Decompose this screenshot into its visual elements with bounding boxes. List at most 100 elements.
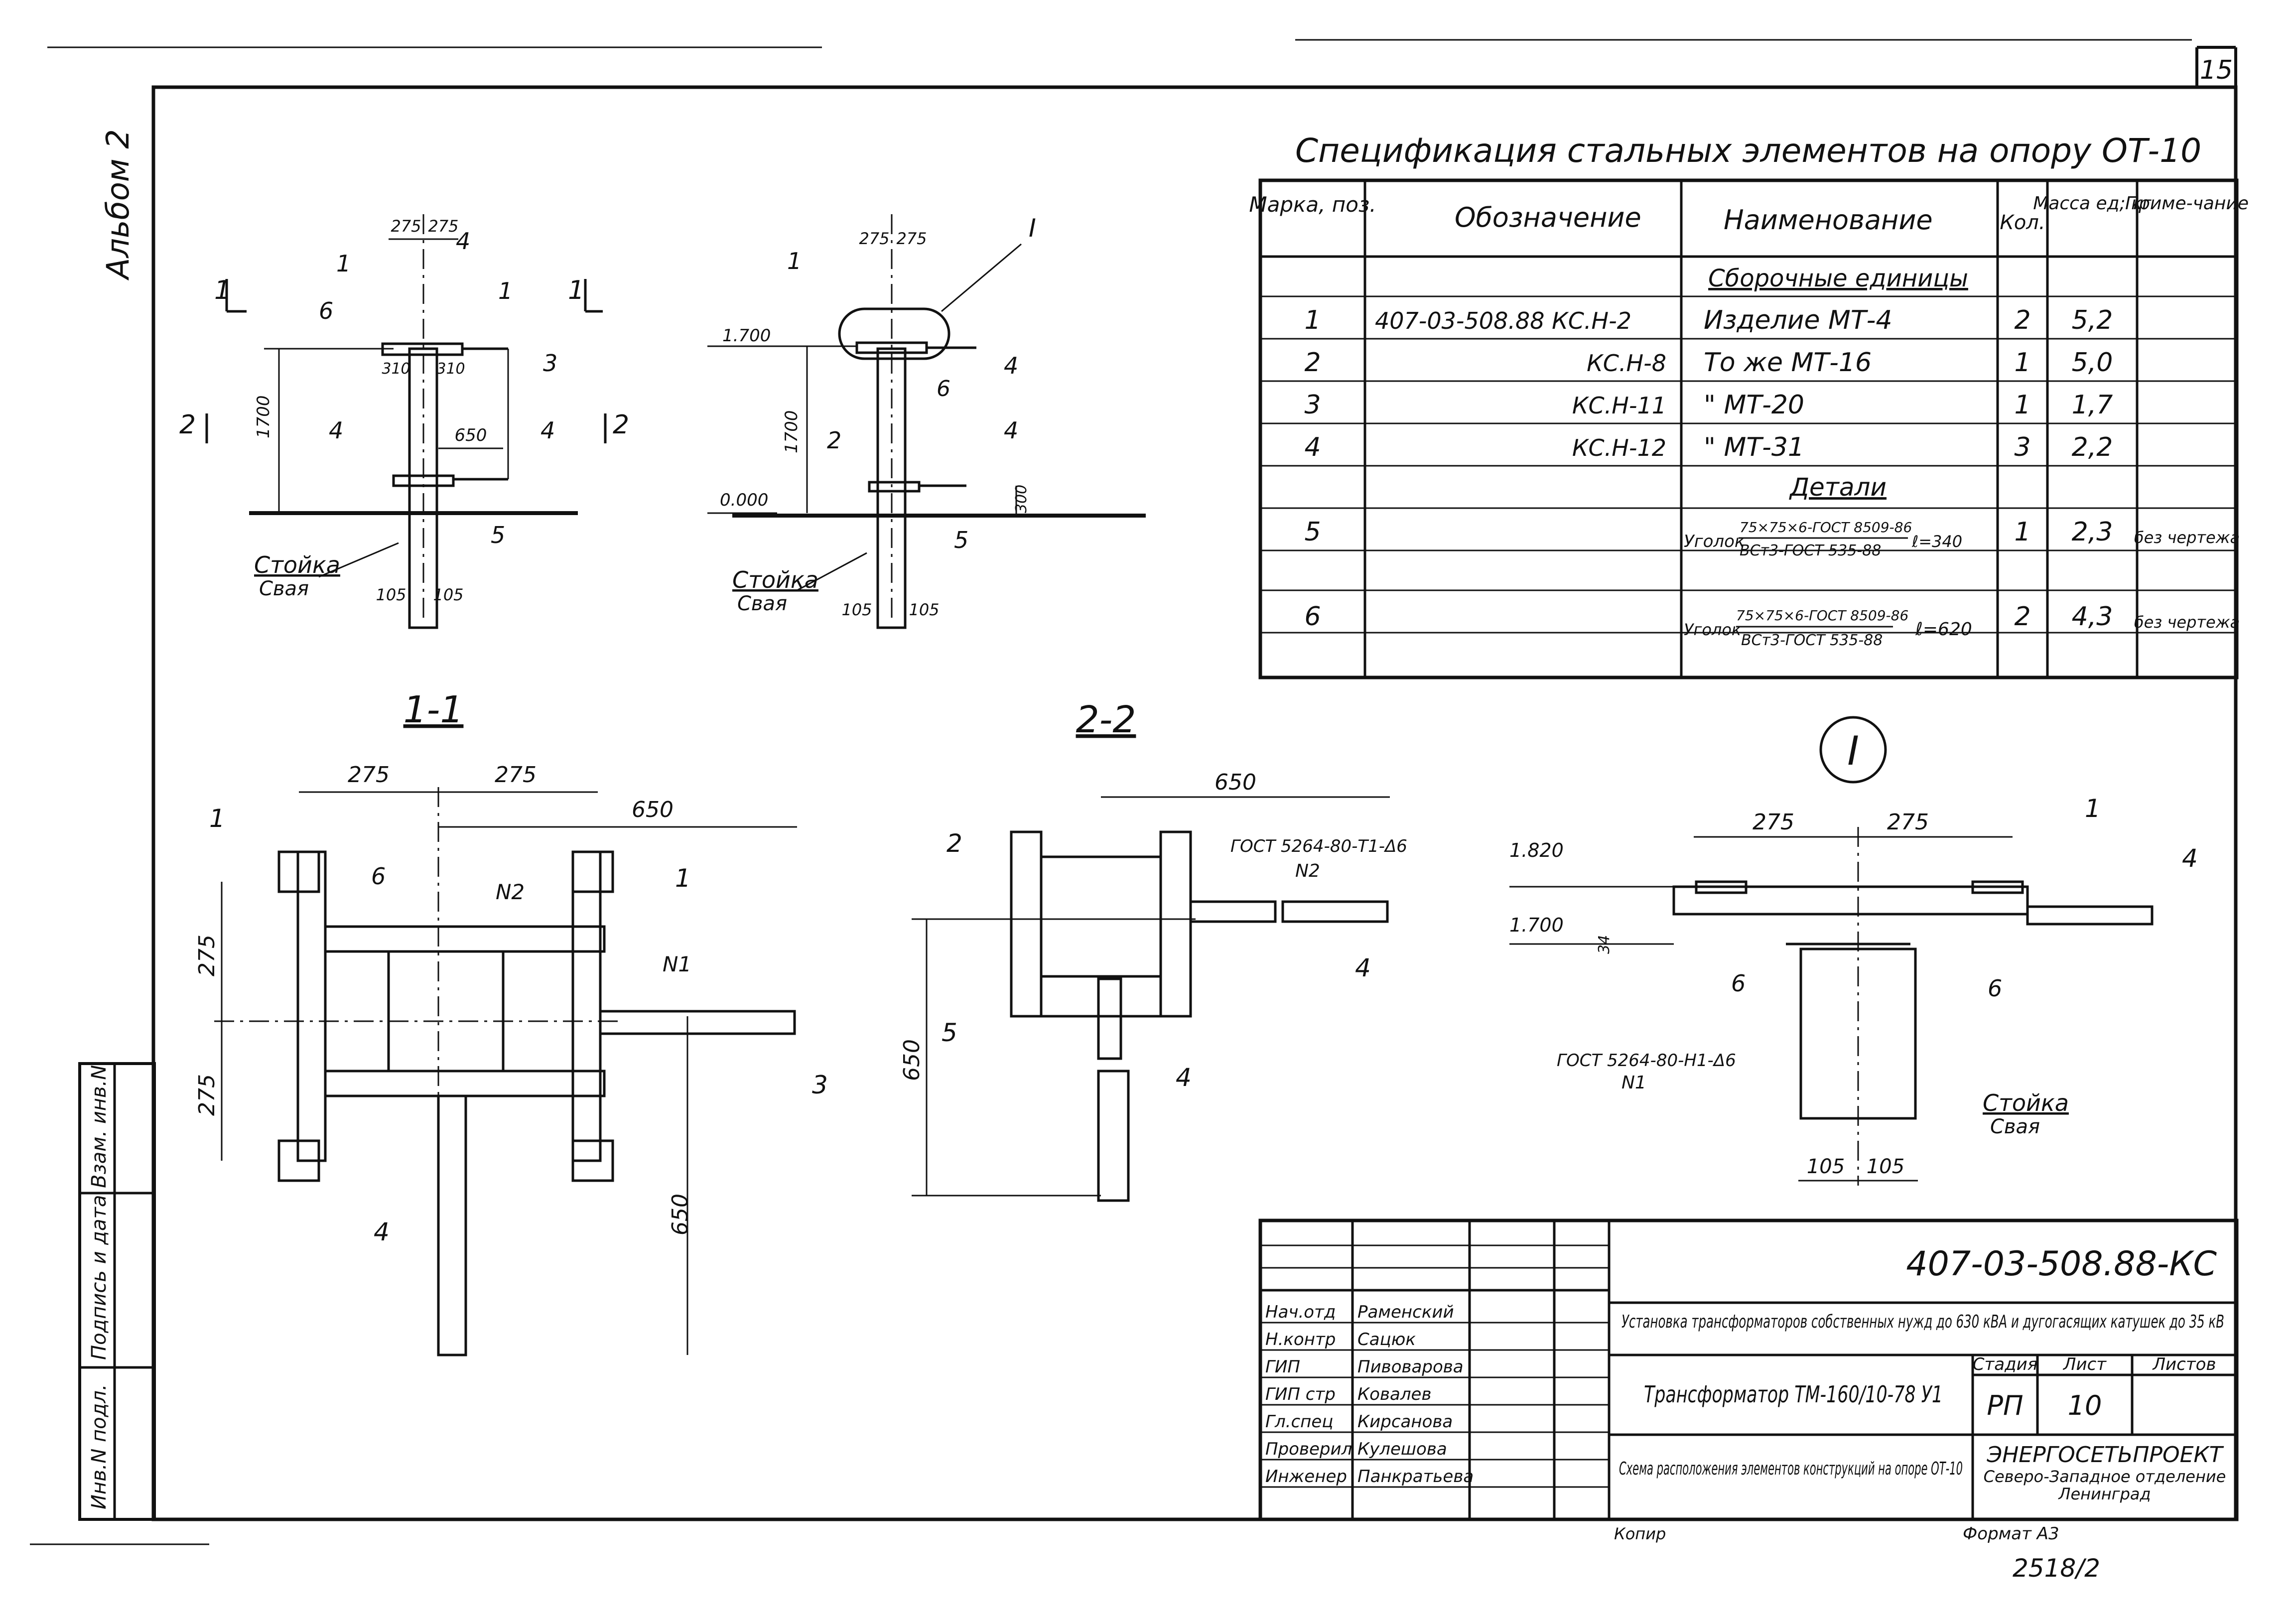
row3-pos: 3 (1304, 390, 1321, 420)
elev-r-d105b: 105 (909, 600, 939, 619)
row2-qty: 1 (2014, 348, 2030, 378)
elev-l-lbl5: 5 (491, 522, 505, 548)
spec-rows-assemblies: 1 407-03-508.88 КС.Н-2 Изделие МТ-4 2 5,… (1304, 305, 2113, 462)
sec11-d275a: 275 (348, 762, 390, 788)
tb-name-3: Ковалев (1357, 1384, 1432, 1404)
tb-sheets-hdr: Листов (2152, 1354, 2216, 1374)
elev-r-lbl4a: 4 (1004, 352, 1018, 379)
det-lbl6b: 6 (1988, 975, 2002, 1002)
sec11-lbl1b: 1 (675, 864, 691, 893)
sec11-lbl3: 3 (812, 1071, 828, 1099)
tb-name-2: Пивоварова (1357, 1357, 1464, 1377)
elev-l-sec2r: 2 (613, 410, 629, 440)
tb-role-6: Инженер (1265, 1467, 1347, 1486)
elev-r-stoika: Стойка (732, 566, 818, 593)
view-section-2-2: 2-2 650 650 ГОСТ 5264-80-Т1-Δ6 N2 2 5 4 … (899, 698, 1407, 1202)
det-svaya: Свая (1990, 1115, 2040, 1138)
elev-l-d1700: 1700 (254, 395, 273, 438)
row5-name-top: 75×75×6-ГОСТ 8509-86 (1740, 519, 1912, 536)
row6-pos: 6 (1304, 602, 1321, 632)
elev-r-d1700: 1700 (782, 410, 802, 453)
row4-des: КС.Н-12 (1572, 434, 1666, 461)
tb-sheetname: Схема расположения элементов конструкций… (1619, 1459, 1963, 1479)
tb-stage-hdr: Стадия (1973, 1354, 2037, 1374)
det-weld-no: N1 (1621, 1073, 1646, 1093)
det-lvl1700: 1.700 (1509, 914, 1564, 936)
sec11-d650: 650 (632, 797, 674, 822)
left-side-stamp: Альбом 2 Инв.N подл. Подпись и дата Взам… (78, 129, 156, 1521)
tb-name-1: Сацюк (1357, 1330, 1416, 1350)
view-elevation-right: 1.700 0.000 275 275 1700 300 105 105 1 I… (707, 214, 1146, 629)
elev-r-d300: 300 (1013, 485, 1030, 513)
elev-l-d105b: 105 (433, 585, 463, 604)
elev-r-lblI: I (1029, 214, 1036, 243)
row4-mass: 2,2 (2072, 432, 2113, 462)
elev-r-lbl6: 6 (937, 376, 950, 402)
row1-pos: 1 (1304, 305, 1321, 335)
tb-format: Формат А3 (1963, 1524, 2059, 1544)
elev-l-d275b: 275 (428, 217, 458, 236)
hdr-name: Наименование (1724, 204, 1933, 236)
elev-l-sec2l: 2 (179, 410, 196, 440)
tb-project: Установка трансформаторов собственных ну… (1621, 1312, 2224, 1332)
row1-qty: 2 (2014, 305, 2030, 335)
row6-qty: 2 (2014, 602, 2030, 632)
elev-r-d275a: 275 (859, 229, 889, 248)
row6-name-a: Уголок (1684, 620, 1742, 639)
elev-r-lbl4b: 4 (1004, 417, 1018, 444)
row1-mass: 5,2 (2072, 305, 2113, 335)
det-stoika: Стойка (1983, 1089, 2069, 1116)
group-details: Детали (1789, 473, 1887, 502)
tb-sheet: 10 (2068, 1390, 2102, 1421)
tb-copy: Копир (1614, 1524, 1666, 1543)
title-block: 407-03-508.88-КС Установка трансформатор… (1258, 1218, 2239, 1583)
sec11-lblN2: N2 (496, 880, 525, 904)
spec-rows-details: 5 Уголок 75×75×6-ГОСТ 8509-86 ВСт3-ГОСТ … (1304, 517, 2240, 649)
elev-l-lbl4c: 4 (329, 417, 343, 444)
row6-name-top: 75×75×6-ГОСТ 8509-86 (1736, 607, 1908, 624)
elev-l-lbl4b: 4 (540, 417, 555, 444)
elev-r-lvl1700: 1.700 (722, 326, 771, 346)
row3-des: КС.Н-11 (1572, 392, 1666, 419)
sheet-frame: 15 (30, 39, 2238, 1545)
elev-r-d105a: 105 (841, 600, 872, 619)
elev-l-lbl3: 3 (543, 350, 557, 377)
row6-note: без чертежа (2134, 613, 2240, 632)
sec11-lblN1: N1 (663, 952, 691, 976)
spec-title: Спецификация стальных элементов на опору… (1295, 132, 2201, 170)
tb-role-0: Нач.отд (1265, 1302, 1336, 1322)
sec22-d650h: 650 (1215, 770, 1256, 795)
album-label: Альбом 2 (100, 129, 136, 281)
sec11-d275d: 275 (194, 1074, 220, 1116)
tb-stage: РП (1987, 1390, 2023, 1421)
sec11-title: 1-1 (404, 688, 464, 731)
row4-name: " МТ-31 (1704, 432, 1804, 462)
sec22-weld-no: N2 (1295, 861, 1320, 881)
sec11-lbl1a: 1 (209, 804, 225, 833)
tb-role-2: ГИП (1265, 1357, 1300, 1377)
elev-l-d310a: 310 (382, 360, 410, 378)
elev-r-lbl5: 5 (954, 527, 968, 553)
row6-name-bot: ВСт3-ГОСТ 535-88 (1741, 632, 1883, 649)
elev-l-sec1r: 1 (568, 275, 584, 305)
sec11-d275b: 275 (495, 762, 537, 788)
tb-role-5: Проверил (1265, 1439, 1352, 1459)
sec22-lbl2: 2 (946, 829, 962, 858)
row1-des: 407-03-508.88 КС.Н-2 (1375, 307, 1631, 334)
row1-name: Изделие МТ-4 (1704, 305, 1892, 335)
elev-l-d105a: 105 (376, 585, 406, 604)
det-lbl1: 1 (2085, 794, 2101, 823)
det-d275b: 275 (1887, 810, 1929, 835)
row2-name: То же МТ-16 (1704, 348, 1872, 378)
row5-mass: 2,3 (2072, 517, 2113, 547)
view-detail-I: I 275 275 105 105 34 1.820 1.700 1 4 6 6… (1509, 716, 2198, 1186)
hdr-designation: Обозначение (1455, 202, 1641, 233)
elev-l-svaya: Свая (259, 577, 309, 600)
tb-name-0: Раменский (1357, 1302, 1454, 1322)
tb-role-4: Гл.спец (1265, 1412, 1333, 1432)
elev-l-lbl1a: 1 (336, 250, 351, 277)
stamp-vzam: Взам. инв.N (88, 1065, 111, 1188)
page-number: 15 (2200, 55, 2233, 85)
sec11-d275c: 275 (194, 935, 220, 976)
sec22-lbl5: 5 (942, 1018, 957, 1047)
